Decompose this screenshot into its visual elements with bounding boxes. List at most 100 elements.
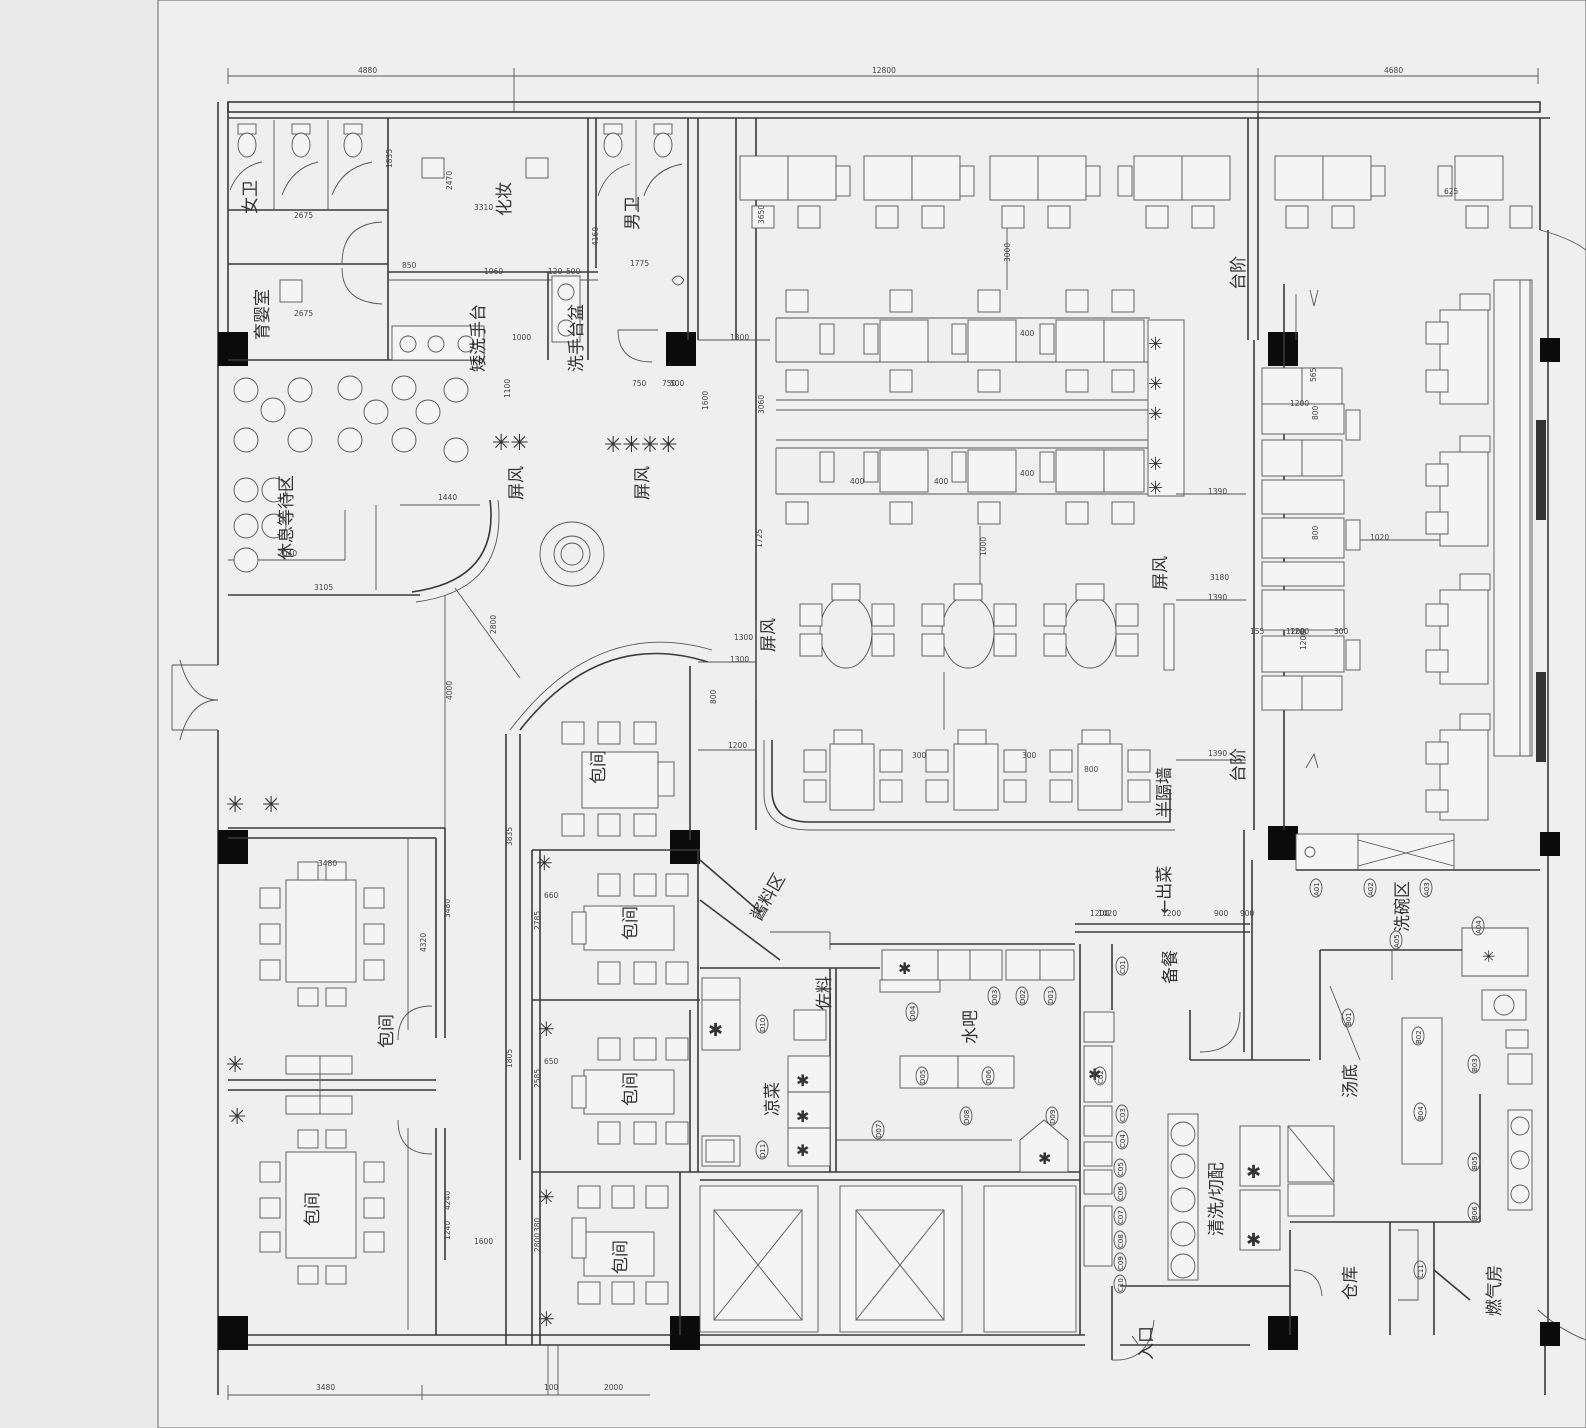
equipment-tag-circle	[1413, 1260, 1427, 1280]
svg-text:✱: ✱	[1246, 1162, 1261, 1183]
dim-top-right: 4680	[1384, 66, 1403, 75]
dimension-label: 3480	[443, 899, 452, 918]
equipment-tag-circle	[1309, 878, 1323, 898]
equipment-tag: C10	[1117, 1278, 1125, 1292]
svg-text:✱: ✱	[796, 1141, 809, 1160]
dimension-label: 500	[670, 379, 685, 388]
equipment-tag-circle	[981, 1066, 995, 1086]
svg-text:✳✳✳✳: ✳✳✳✳	[604, 433, 678, 458]
label-screen-b: 屏风	[633, 466, 653, 500]
equipment-tag-circle	[1389, 930, 1403, 950]
left-private-rooms: ✳ ✳ ✳ ✳	[226, 793, 446, 1335]
svg-text:✱: ✱	[796, 1071, 809, 1090]
waiting-area: ✳✳ ✳✳✳✳	[228, 375, 678, 830]
dimension-label: 2675	[294, 211, 313, 220]
dimension-label: 650	[544, 1057, 559, 1066]
label-counter-bottom: 台阶	[1229, 748, 1249, 782]
equipment-tags: C01C02C03C04C05C06C07C08C09C10C11D01D02D…	[755, 878, 1485, 1294]
svg-text:✱: ✱	[898, 959, 911, 978]
equipment-tag: B02	[1415, 1030, 1423, 1044]
svg-text:✳: ✳	[1482, 947, 1495, 966]
dimension-label: 1240	[443, 1221, 452, 1240]
equipment-tag-circle	[915, 1066, 929, 1086]
svg-text:✳: ✳	[538, 1017, 555, 1041]
equipment-tag: B06	[1471, 1206, 1479, 1220]
dimension-label: 4160	[591, 227, 600, 246]
label-cold-dish: 凉菜	[763, 1082, 783, 1116]
equipment-tag-circle	[1419, 878, 1433, 898]
equipment-tag-circle	[1115, 1130, 1129, 1150]
dimension-label: 400	[850, 477, 865, 486]
equipment-tag-circle	[1413, 1102, 1427, 1122]
equipment-tag: B03	[1471, 1058, 1479, 1072]
dimension-label: 850	[402, 261, 417, 270]
dimension-label: 1805	[505, 1049, 514, 1068]
equipment-tag-circle	[1411, 1026, 1425, 1046]
dim-bottom-left: 3480	[316, 1383, 335, 1392]
svg-text:✱: ✱	[1088, 1065, 1101, 1084]
dimension-label: 800	[1311, 525, 1320, 540]
equipment-tag: C02	[1097, 1070, 1105, 1084]
dimension-label: 800	[1084, 765, 1099, 774]
equipment-tag-circle	[1015, 986, 1029, 1006]
dimension-label: 900	[1214, 909, 1229, 918]
equipment-tag: D10	[759, 1018, 767, 1032]
equipment-tag: C09	[1117, 1256, 1125, 1270]
dimension-label: 2470	[445, 171, 454, 190]
equipment-tag: C11	[1417, 1264, 1425, 1278]
booth-row-bottom	[763, 729, 1175, 831]
equipment-tag-circle	[1467, 1152, 1481, 1172]
label-entry: 入口	[1137, 1326, 1157, 1360]
equipment-tag-circle	[1471, 916, 1485, 936]
dim-bottom-right: 2000	[604, 1383, 623, 1392]
svg-text:✱: ✱	[1246, 1230, 1261, 1251]
dimension-label: 3060	[757, 395, 766, 414]
label-private-2: 包间	[303, 1192, 323, 1226]
equipment-tag: D07	[875, 1124, 883, 1138]
round-tables	[799, 583, 1175, 671]
dimension-label: 1000	[979, 537, 988, 556]
label-female-wc: 女卫	[241, 180, 261, 214]
dimension-label: 300	[1022, 751, 1037, 760]
label-sauce-shelf: 佐料	[815, 976, 835, 1010]
dimension-label: 1300	[730, 333, 749, 342]
equipment-tag-circle	[959, 1106, 973, 1126]
equipment-tag-circle	[905, 1002, 919, 1022]
right-dining	[1253, 279, 1546, 830]
dimension-label: 1960	[484, 267, 503, 276]
equipment-tag: C04	[1119, 1134, 1127, 1148]
dim-top-mid: 12800	[872, 66, 896, 75]
dim-bottom-mid: 100	[544, 1383, 559, 1392]
table-rows-middle: ✳ ✳ ✳ ✳ ✳	[775, 289, 1185, 525]
svg-text:✱: ✱	[708, 1020, 723, 1041]
restroom-block	[228, 118, 699, 363]
label-counter-top: 台阶	[1229, 256, 1249, 290]
waiting-stools	[233, 375, 469, 573]
svg-text:✳: ✳	[538, 1185, 555, 1209]
label-serve-out: ←出菜	[1155, 866, 1175, 914]
dimension-label: 400	[1020, 469, 1035, 478]
equipment-tag: D05	[919, 1070, 927, 1084]
equipment-tag-circle	[1115, 1104, 1129, 1124]
dimension-label: 2675	[294, 309, 313, 318]
equipment-tag: B05	[1471, 1156, 1479, 1170]
label-screen-c: 屏风	[759, 618, 779, 652]
equipment-tag-circle	[1045, 1106, 1059, 1126]
equipment-tag-circle	[1093, 1066, 1107, 1086]
equipment-tag-circle	[987, 986, 1001, 1006]
label-private-3: 包间	[589, 750, 609, 784]
structural-columns	[218, 332, 1560, 1350]
dimension-label: 4320	[419, 933, 428, 952]
dimension-label: 4240	[443, 1191, 452, 1210]
dining-chairs-left	[259, 861, 385, 1285]
dimension-label: 800	[1311, 405, 1320, 420]
dimension-label: 155	[1250, 627, 1265, 636]
dimension-label: 4000	[445, 681, 454, 700]
dimension-label: 750	[662, 379, 677, 388]
dimension-label: 2585	[533, 1069, 542, 1088]
equipment-tag-circle	[1467, 1202, 1481, 1222]
dimension-label: 120	[548, 267, 563, 276]
dimension-label: 1390	[1208, 487, 1227, 496]
dimension-label: 750	[632, 379, 647, 388]
svg-text:✳: ✳	[226, 1053, 244, 1078]
